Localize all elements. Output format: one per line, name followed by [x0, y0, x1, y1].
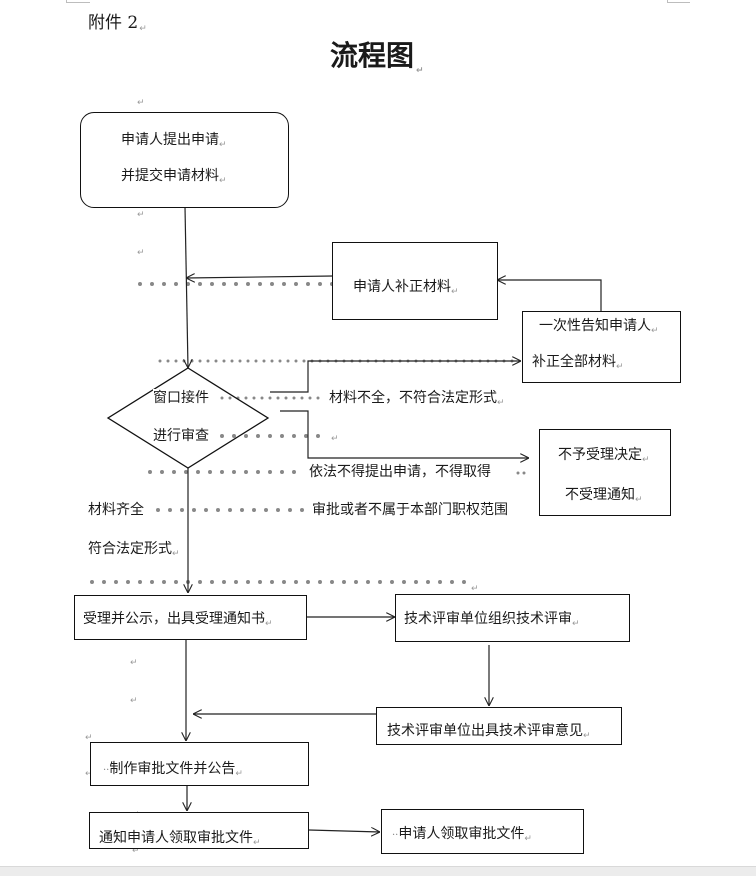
paragraph-mark: ↵	[471, 584, 479, 594]
node-start[interactable]: 申请人提出申请↵ 并提交申请材料↵	[80, 112, 289, 208]
node-make-approval[interactable]: ··制作审批文件并公告↵	[90, 742, 309, 786]
paragraph-mark: ↵	[130, 658, 138, 668]
page-title: 流程图↵	[330, 39, 424, 76]
node-supplement[interactable]: 申请人补正材料↵	[332, 242, 498, 320]
decision-diamond	[106, 367, 270, 469]
edge-notify-collect-to-collect	[308, 830, 380, 832]
crop-mark-top-right	[667, 0, 668, 3]
node-review-line2[interactable]: 进行审查	[153, 427, 209, 445]
paragraph-mark: ↵	[139, 24, 147, 34]
edge-review-to-reject	[280, 410, 529, 458]
paragraph-mark: ↵	[137, 98, 145, 108]
node-collect[interactable]: ··申请人领取审批文件↵	[381, 809, 584, 854]
paragraph-mark: ↵	[331, 434, 339, 444]
label-complete-line2: 符合法定形式↵	[88, 541, 180, 559]
node-tech-opinion[interactable]: 技术评审单位出具技术评审意见↵	[376, 707, 622, 745]
label-reject-line1: 依法不得提出申请，不得取得	[309, 463, 491, 481]
node-notify-once[interactable]: 一次性告知申请人↵ 补正全部材料↵	[522, 311, 681, 383]
crop-mark-top-right-h	[667, 2, 690, 3]
paragraph-mark: ↵	[416, 66, 424, 76]
label-complete-line1: 材料齐全	[88, 502, 144, 518]
edge-supplement-to-main	[186, 276, 334, 278]
page-bottom-edge	[0, 866, 756, 876]
edge-notify-to-supplement	[497, 280, 602, 312]
edge-start-to-review	[185, 206, 188, 368]
node-notify-collect[interactable]: 通知申请人领取审批文件↵	[89, 812, 309, 849]
node-reject[interactable]: 不予受理决定↵ 不受理通知↵	[539, 429, 671, 516]
label-incomplete: 材料不全，不符合法定形式↵	[329, 389, 505, 408]
crop-mark-top-left	[66, 0, 67, 3]
paragraph-mark: ↵	[85, 769, 93, 779]
node-review-line1[interactable]: 窗口接件	[153, 389, 209, 407]
paragraph-mark: ↵	[85, 733, 93, 743]
paragraph-mark: ↵	[137, 210, 145, 220]
label-reject-line2: 审批或者不属于本部门职权范围	[312, 501, 508, 519]
attachment-label: 附件 2↵	[88, 13, 147, 34]
paragraph-mark: ↵	[137, 248, 145, 258]
crop-mark-top-left-h	[66, 2, 90, 3]
node-tech-review[interactable]: 技术评审单位组织技术评审↵	[395, 594, 630, 642]
edge-review-to-notify	[270, 361, 521, 393]
paragraph-mark: ↵	[132, 846, 140, 856]
paragraph-mark: ↵	[130, 696, 138, 706]
node-accept[interactable]: 受理并公示，出具受理通知书↵	[74, 595, 307, 640]
